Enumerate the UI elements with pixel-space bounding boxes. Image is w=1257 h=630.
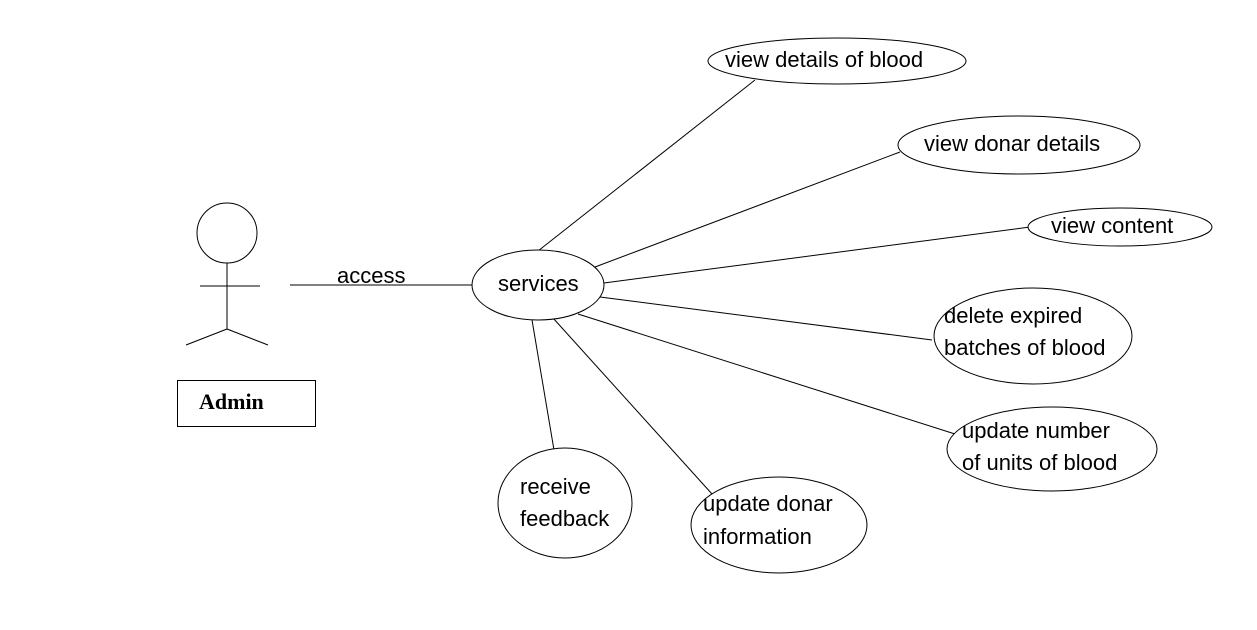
connector-delete-expired-batches (599, 296, 933, 341)
connector-view-donar-details (594, 151, 901, 268)
services-label: services (498, 271, 579, 296)
use-case-update-number-of-units: update number of units of blood (946, 406, 1158, 492)
use-case-update-donar-information: update donar information (690, 476, 868, 574)
connector-receive-feedback (531, 319, 555, 451)
use-case-label-line-1: receive (520, 474, 591, 499)
use-case-label: view donar details (924, 131, 1100, 156)
use-case-label-line-1: delete expired (944, 303, 1082, 328)
use-case-label-line-2: information (703, 524, 812, 549)
actor-left-leg (185, 328, 228, 346)
connector-update-number-of-units (577, 313, 956, 435)
actor-name: Admin (199, 389, 264, 414)
use-case-view-donar-details: view donar details (897, 115, 1141, 175)
use-case-label-line-1: update donar (703, 491, 833, 516)
services-hub: services (471, 249, 605, 321)
use-case-label: view details of blood (725, 47, 923, 72)
use-case-ellipse (707, 37, 967, 85)
connector-view-content (603, 226, 1031, 284)
actor-right-leg (226, 328, 269, 346)
use-case-delete-expired-batches: delete expired batches of blood (933, 287, 1133, 385)
association: access (290, 263, 474, 288)
association-label: access (337, 263, 405, 288)
use-case-receive-feedback: receive feedback (497, 447, 633, 559)
use-case-label-line-2: of units of blood (962, 450, 1117, 475)
use-case-ellipse (1027, 207, 1213, 247)
use-case-ellipse (946, 406, 1158, 492)
use-case-label-line-1: update number (962, 418, 1110, 443)
connectors (531, 79, 1031, 495)
actor-admin: Admin (177, 202, 316, 427)
services-ellipse (471, 249, 605, 321)
use-case-view-content: view content (1027, 207, 1213, 247)
use-case-label-line-2: batches of blood (944, 335, 1105, 360)
use-case-ellipse (690, 476, 868, 574)
connector-view-details-of-blood (537, 79, 756, 252)
actor-name-box (177, 380, 316, 427)
use-case-ellipse (933, 287, 1133, 385)
use-case-ellipse (497, 447, 633, 559)
connector-update-donar-information (552, 317, 713, 495)
use-case-view-details-of-blood: view details of blood (707, 37, 967, 85)
use-case-label: view content (1051, 213, 1173, 238)
use-case-label-line-2: feedback (520, 506, 610, 531)
use-case-ellipse (897, 115, 1141, 175)
actor-head (196, 202, 258, 264)
